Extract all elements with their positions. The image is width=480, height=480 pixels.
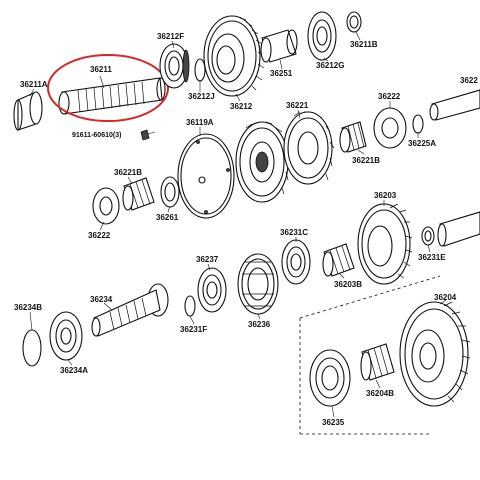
callout-36235[interactable]: 36235 (322, 418, 345, 427)
ring-36225a[interactable] (412, 114, 424, 134)
callout-36212f[interactable]: 36212F (157, 32, 184, 41)
callout-36211a[interactable]: 36211A (20, 80, 48, 89)
callout-36251[interactable]: 36251 (270, 69, 293, 78)
callout-36222-top[interactable]: 36222 (378, 92, 401, 101)
callout-36212j[interactable]: 36212J (188, 92, 215, 101)
shaft-right[interactable] (437, 211, 480, 247)
hub-36236[interactable] (237, 253, 279, 315)
callout-3622[interactable]: 3622 (460, 76, 478, 85)
callout-36261[interactable]: 36261 (156, 213, 179, 222)
bearing-36231c[interactable] (281, 239, 311, 285)
bearing-36204b[interactable] (360, 343, 395, 381)
callout-36204b[interactable]: 36204B (366, 389, 394, 398)
gear-36204[interactable] (399, 301, 471, 407)
gear-36212[interactable] (203, 15, 265, 97)
snap-ring-36212j[interactable] (194, 58, 206, 82)
callout-36119a[interactable]: 36119A (186, 118, 214, 127)
callout-36203b[interactable]: 36203B (334, 280, 362, 289)
sleeve-36251[interactable] (260, 29, 298, 63)
callout-36231e[interactable]: 36231E (418, 253, 446, 262)
bearing-36221b-right[interactable] (339, 121, 367, 153)
ring-36261[interactable] (160, 176, 180, 208)
plate-36222-top[interactable] (373, 107, 407, 149)
plate-36222-left[interactable] (92, 187, 120, 225)
highlight-ring (47, 54, 169, 122)
callout-36231c[interactable]: 36231C (280, 228, 308, 237)
bearing-36203b[interactable] (322, 243, 355, 277)
bearing-36235[interactable] (309, 349, 351, 407)
callout-36221[interactable]: 36221 (286, 101, 309, 110)
sleeve-36211a[interactable] (13, 91, 43, 131)
callout-36234b[interactable]: 36234B (14, 303, 42, 312)
snap-ring-36231f[interactable] (184, 295, 196, 317)
collar-36211b[interactable] (346, 11, 362, 33)
callout-36221b-right[interactable]: 36221B (352, 156, 380, 165)
shaft-36234[interactable] (91, 283, 169, 337)
callout-36236[interactable]: 36236 (248, 320, 271, 329)
callout-36212[interactable]: 36212 (230, 102, 253, 111)
callout-36225a[interactable]: 36225A (408, 139, 436, 148)
callout-36222-left[interactable]: 36222 (88, 231, 111, 240)
shaft-36211[interactable] (58, 77, 166, 115)
callout-36237[interactable]: 36237 (196, 255, 219, 264)
snap-ring-36234b[interactable] (22, 329, 42, 367)
bearing-36221b-left[interactable] (122, 177, 155, 211)
callout-36204[interactable]: 36204 (434, 293, 457, 302)
callout-36211b[interactable]: 36211B (350, 40, 378, 49)
bearing-36212f[interactable] (159, 43, 190, 89)
gear-cluster-36221[interactable] (235, 111, 335, 203)
callout-36234a[interactable]: 36234A (60, 366, 88, 375)
callout-36234[interactable]: 36234 (90, 295, 113, 304)
dashed-group-outline (299, 275, 441, 435)
gear-36203[interactable] (357, 203, 413, 285)
leader-lines (29, 31, 447, 418)
cover-36119a[interactable] (177, 133, 235, 219)
bearing-36212g[interactable] (307, 11, 337, 61)
callout-36221b-left[interactable]: 36221B (114, 168, 142, 177)
bearing-36234a[interactable] (49, 311, 83, 361)
ring-36237[interactable] (197, 267, 227, 313)
shaft-3622[interactable] (429, 89, 480, 121)
callout-36231f[interactable]: 36231F (180, 325, 207, 334)
bolt-91611-60610[interactable] (140, 129, 156, 141)
callout-36211[interactable]: 36211 (90, 65, 112, 74)
callout-36203[interactable]: 36203 (374, 191, 397, 200)
callout-36212g[interactable]: 36212G (316, 61, 344, 70)
callout-91611-60610[interactable]: 91611-60610(3) (72, 132, 121, 139)
bearing-36231e[interactable] (421, 226, 435, 246)
